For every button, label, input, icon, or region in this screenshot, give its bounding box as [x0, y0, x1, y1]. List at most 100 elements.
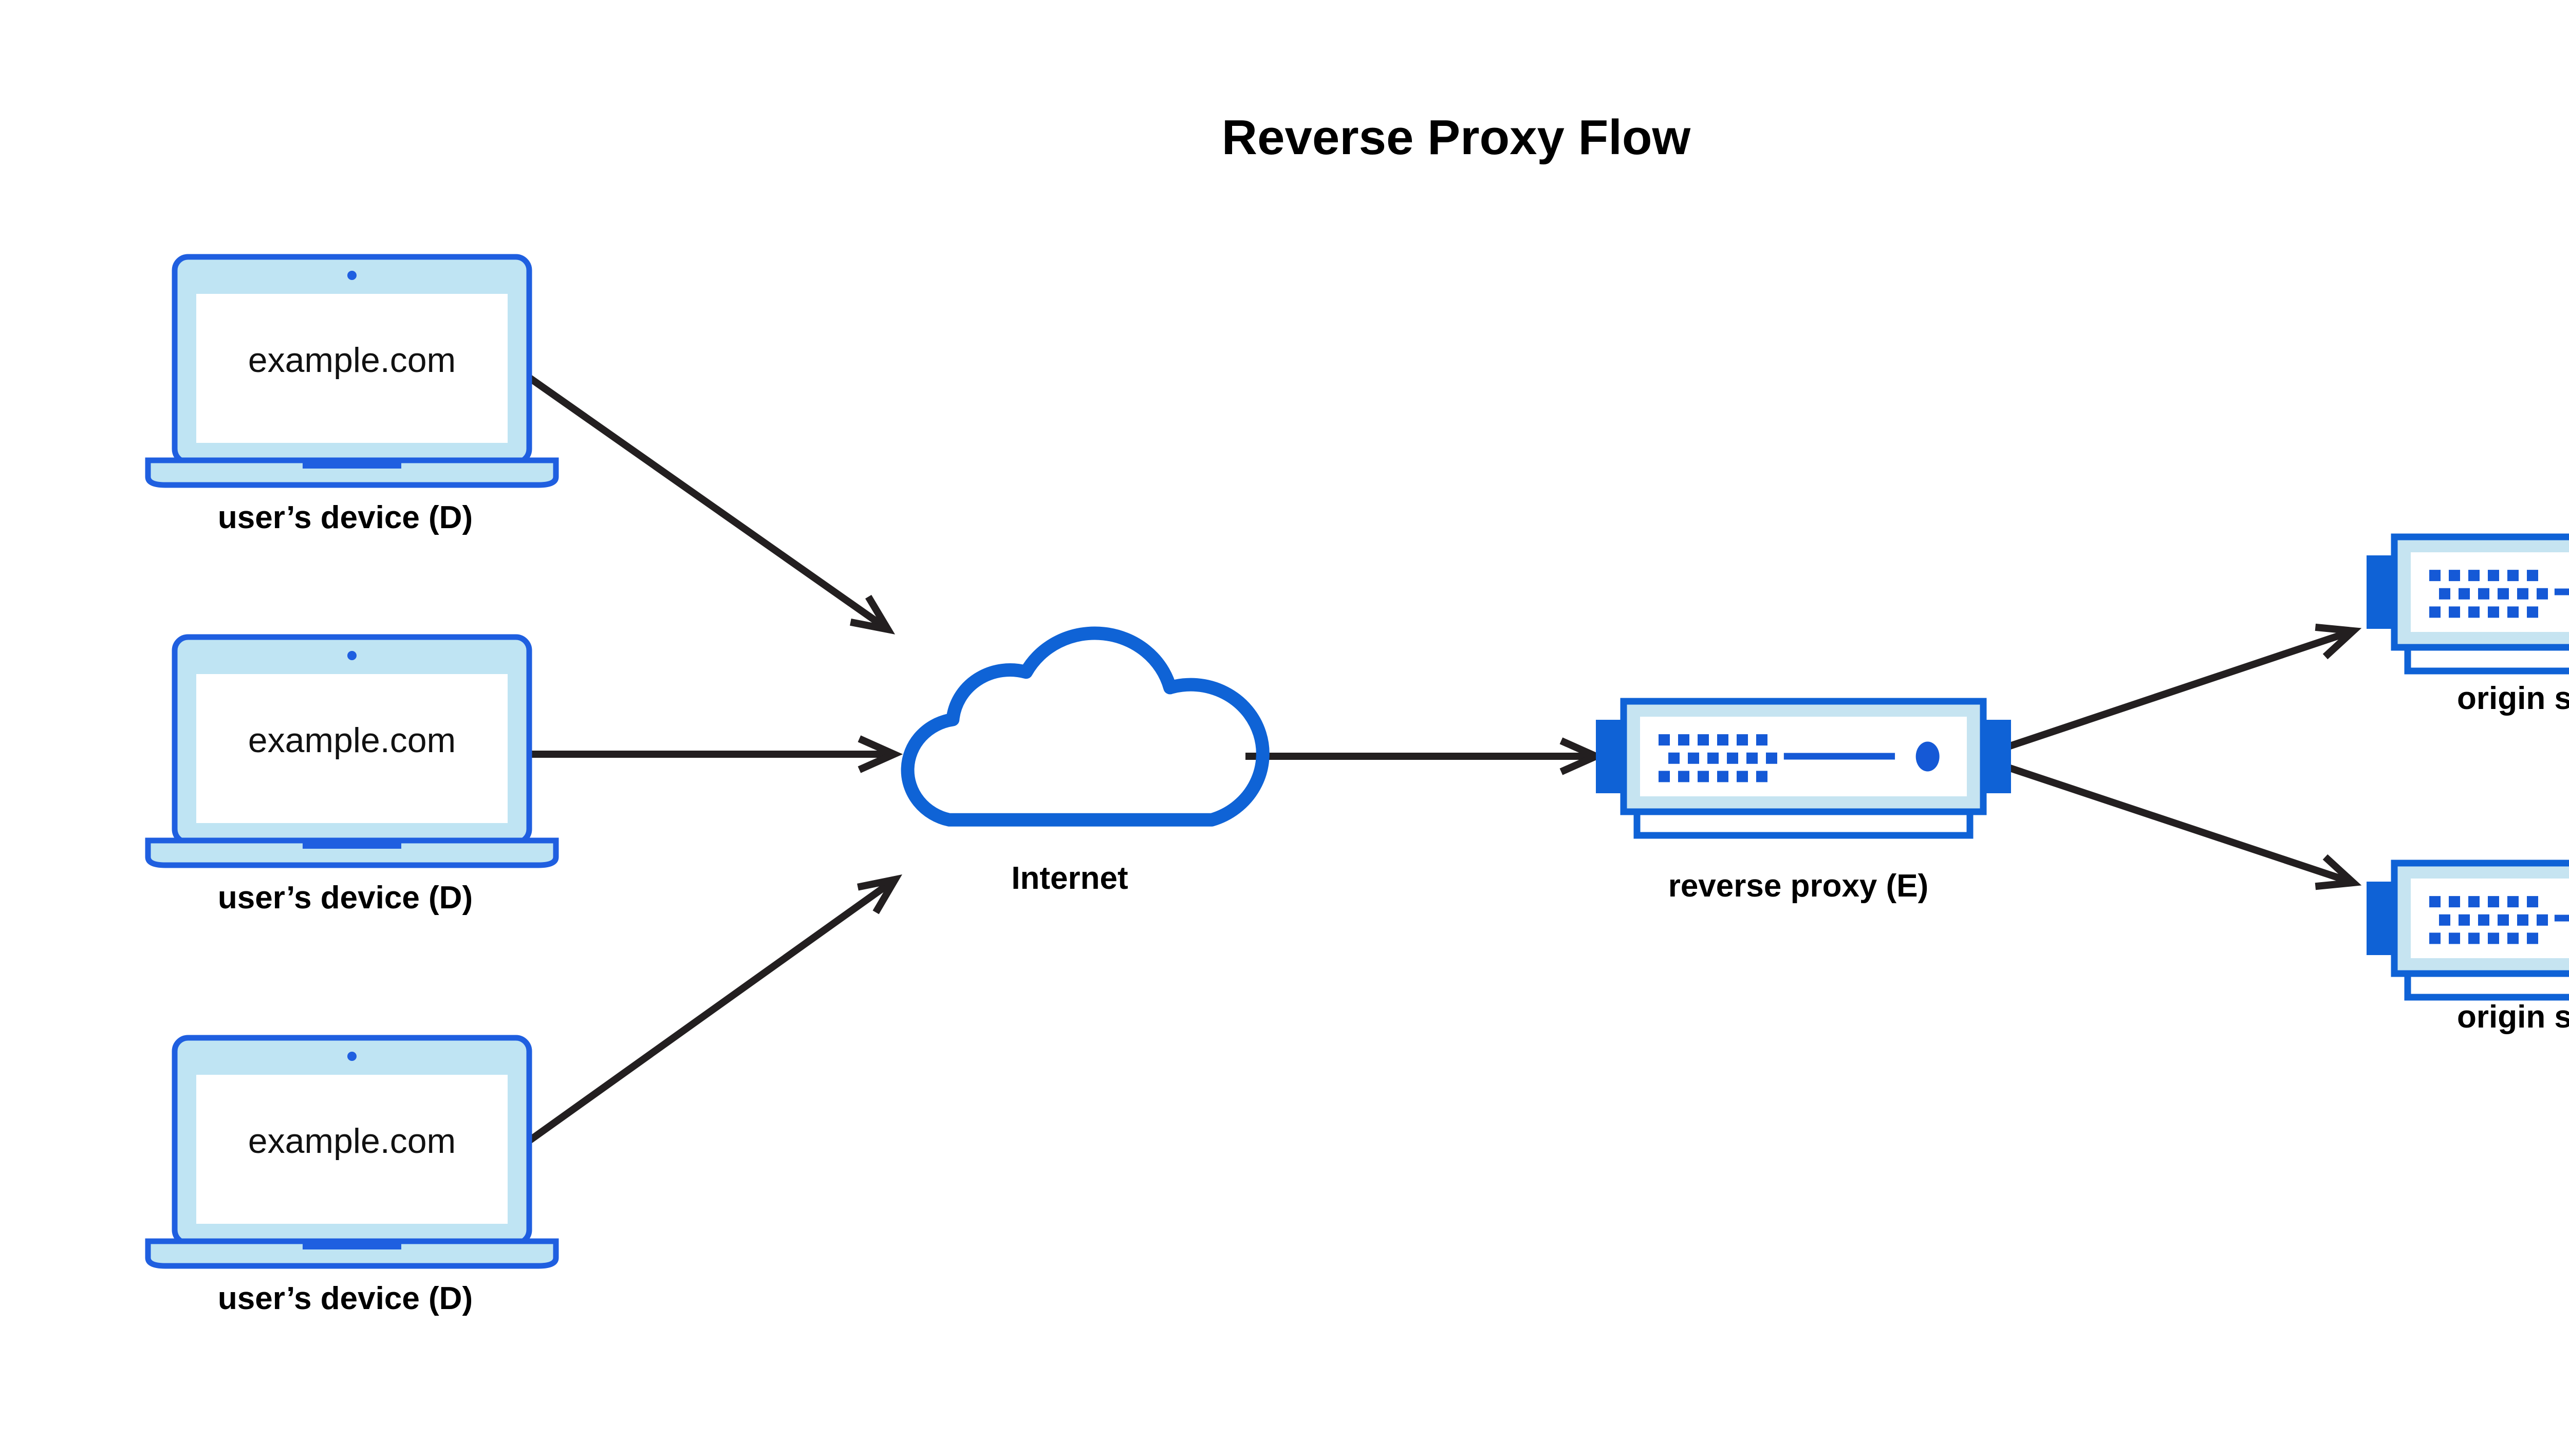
- server-vent-dot: [1737, 771, 1748, 782]
- reverse-proxy[interactable]: [1596, 698, 2011, 839]
- server-vent-dot: [2478, 914, 2489, 926]
- server-led-icon: [1915, 741, 1940, 772]
- server-vent-dot: [1659, 771, 1670, 782]
- screen-url-text: example.com: [248, 721, 456, 760]
- server-vent-dot: [1668, 752, 1680, 764]
- internet-cloud[interactable]: [901, 626, 1270, 827]
- server-vent-dot: [2517, 588, 2528, 600]
- edge-device-middle-to-internet: [514, 735, 903, 773]
- device-bottom-label: user’s device (D): [218, 1281, 473, 1316]
- server-status-line: [2554, 914, 2569, 922]
- server-vent-dot: [1746, 752, 1758, 764]
- laptop-base: [145, 457, 559, 488]
- laptop-trackpad-notch: [303, 1242, 401, 1249]
- arrow-line: [2004, 763, 2355, 886]
- server-vent-dot: [1707, 752, 1719, 764]
- arrow-head: [2315, 854, 2362, 890]
- arrow-line: [511, 364, 890, 632]
- screen-url-text: example.com: [248, 1122, 456, 1161]
- device-top[interactable]: example.com: [145, 254, 559, 488]
- server-vent-dot: [1698, 734, 1709, 746]
- server-vent-dot: [2429, 932, 2441, 944]
- server-vent-dot: [1756, 734, 1767, 746]
- server-vent-dot: [1659, 734, 1670, 746]
- server-vent-dot: [2498, 914, 2509, 926]
- server-vent-dot: [2488, 570, 2499, 582]
- server-vent-dot: [2498, 588, 2509, 600]
- arrow-line: [2004, 627, 2355, 751]
- laptop-screen: [196, 1075, 508, 1224]
- origin-server-bottom[interactable]: [2367, 860, 2569, 1001]
- server-vent-dot: [2507, 896, 2519, 908]
- arrow-head: [857, 874, 902, 914]
- laptop-trackpad-notch: [303, 461, 401, 469]
- edge-reverse-proxy-to-origin-top: [2004, 623, 2362, 751]
- server-vent-dot: [2488, 932, 2499, 944]
- server-vent-dot: [2449, 896, 2460, 908]
- server-vent-dot: [2527, 606, 2538, 618]
- server-vent-dot: [1717, 771, 1728, 782]
- server-vent-dot: [1737, 734, 1748, 746]
- server-vent-dot: [2459, 914, 2470, 926]
- device-top-label: user’s device (D): [218, 500, 473, 535]
- laptop-base: [145, 1238, 559, 1269]
- server-vent-dot: [2488, 896, 2499, 908]
- server-vent-dot: [2527, 570, 2538, 582]
- server-vent-dot: [2537, 588, 2548, 600]
- server-vent-dot: [2449, 932, 2460, 944]
- server-vent-dot: [1688, 752, 1699, 764]
- arrow-line: [515, 876, 898, 1152]
- server-vent-dot: [2537, 914, 2548, 926]
- server-vent-dot: [1698, 771, 1709, 782]
- server-vent-dot: [2429, 896, 2441, 908]
- camera-dot-icon: [347, 271, 357, 280]
- server-vent-dot: [2468, 570, 2480, 582]
- page-title: Reverse Proxy Flow: [1222, 110, 1691, 165]
- edge-device-bottom-to-internet: [515, 874, 902, 1152]
- server-vent-dot: [2429, 570, 2441, 582]
- server-vent-dot: [2527, 896, 2538, 908]
- server-vent-dot: [2527, 932, 2538, 944]
- device-middle[interactable]: example.com: [145, 634, 559, 868]
- origin-server-bottom-label: origin server (F): [2457, 999, 2569, 1035]
- edge-device-top-to-internet: [511, 364, 896, 634]
- arrow-head: [2315, 623, 2362, 660]
- server-vent-dot: [2478, 588, 2489, 600]
- arrow-head: [850, 594, 896, 634]
- laptop-trackpad-notch: [303, 842, 401, 849]
- laptop-base: [145, 837, 559, 868]
- server-status-line: [2554, 588, 2569, 595]
- server-vent-dot: [1717, 734, 1728, 746]
- edge-reverse-proxy-to-origin-bot: [2004, 763, 2362, 890]
- internet-cloud-label: Internet: [1011, 861, 1128, 896]
- server-vent-dot: [1678, 771, 1689, 782]
- server-vent-dot: [1678, 734, 1689, 746]
- laptop-screen: [196, 294, 508, 443]
- server-vent-dot: [2488, 606, 2499, 618]
- edges-layer: [511, 364, 2362, 1152]
- server-vent-dot: [2468, 896, 2480, 908]
- camera-dot-icon: [347, 1052, 357, 1061]
- origin-server-top[interactable]: [2367, 533, 2569, 675]
- cloud-shape: [901, 626, 1270, 827]
- nodes-layer: example.com user’s device (D) example.com u…: [145, 254, 2569, 1316]
- screen-url-text: example.com: [248, 341, 456, 380]
- server-vent-dot: [1766, 752, 1777, 764]
- server-vent-dot: [2468, 932, 2480, 944]
- origin-server-top-label: origin server (F): [2457, 681, 2569, 716]
- server-vent-dot: [1727, 752, 1738, 764]
- laptop-screen: [196, 674, 508, 823]
- server-vent-dot: [2459, 588, 2470, 600]
- arrow-head: [858, 735, 903, 773]
- server-vent-dot: [2517, 914, 2528, 926]
- camera-dot-icon: [347, 651, 357, 660]
- device-bottom[interactable]: example.com: [145, 1035, 559, 1269]
- server-vent-dot: [2507, 570, 2519, 582]
- server-vent-dot: [2468, 606, 2480, 618]
- device-middle-label: user’s device (D): [218, 880, 473, 916]
- server-vent-dot: [2507, 932, 2519, 944]
- server-vent-dot: [2507, 606, 2519, 618]
- server-vent-dot: [1756, 771, 1767, 782]
